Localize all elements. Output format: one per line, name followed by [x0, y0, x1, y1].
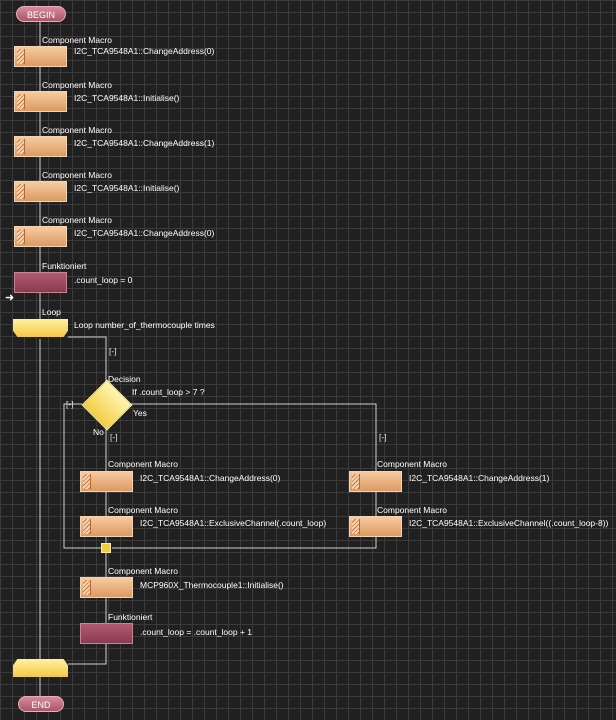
macro-1-call: I2C_TCA9548A1::ChangeAddress(0) — [74, 46, 215, 56]
yes-macro-2-call: I2C_TCA9548A1::ExclusiveChannel((.count_… — [409, 518, 609, 528]
macro-hatch-icon — [352, 519, 360, 534]
macro-hatch-icon — [17, 184, 25, 199]
calc-1-block[interactable] — [14, 272, 67, 293]
macro-2-call: I2C_TCA9548A1::Initialise() — [74, 93, 180, 103]
calc-2-expression: .count_loop = .count_loop + 1 — [140, 627, 253, 637]
no-macro-2-type: Component Macro — [108, 505, 178, 515]
no-macro-1-type: Component Macro — [108, 459, 178, 469]
calc-1-expression: .count_loop = 0 — [74, 275, 133, 285]
loop-start-block[interactable] — [13, 319, 68, 337]
calc-2-block[interactable] — [80, 623, 133, 644]
decision-collapse-toggle[interactable]: [-] — [66, 399, 74, 409]
decision-block[interactable] — [81, 379, 133, 431]
macro-hatch-icon — [17, 49, 25, 64]
loop-collapse-toggle[interactable]: [-] — [109, 346, 117, 356]
calc-2-type: Funktioniert — [108, 612, 153, 622]
macro-hatch-icon — [352, 474, 360, 489]
loop-end-block[interactable] — [13, 659, 68, 677]
decision-no-label: No — [93, 427, 104, 437]
macro-3-block[interactable] — [14, 136, 67, 157]
decision-merge-junction — [101, 543, 111, 553]
macro-5-block[interactable] — [14, 226, 67, 247]
macro-2-type: Component Macro — [42, 80, 112, 90]
no-branch-collapse-toggle[interactable]: [-] — [110, 432, 118, 442]
yes-macro-1-block[interactable] — [349, 471, 402, 492]
begin-terminator[interactable]: BEGIN — [16, 6, 66, 22]
no-macro-2-block[interactable] — [80, 516, 133, 537]
macro-1-type: Component Macro — [42, 35, 112, 45]
macro-hatch-icon — [17, 229, 25, 244]
macro-6-call: MCP960X_Thermocouple1::Initialise() — [140, 580, 284, 590]
macro-4-type: Component Macro — [42, 170, 112, 180]
yes-macro-1-type: Component Macro — [377, 459, 447, 469]
yes-branch-collapse-toggle[interactable]: [-] — [379, 432, 387, 442]
loop-type: Loop — [42, 307, 61, 317]
macro-2-block[interactable] — [14, 91, 67, 112]
no-macro-1-block[interactable] — [80, 471, 133, 492]
macro-4-call: I2C_TCA9548A1::Initialise() — [74, 183, 180, 193]
yes-macro-2-type: Component Macro — [377, 505, 447, 515]
macro-hatch-icon — [83, 519, 91, 534]
macro-hatch-icon — [17, 94, 25, 109]
no-macro-1-call: I2C_TCA9548A1::ChangeAddress(0) — [140, 473, 281, 483]
end-terminator[interactable]: END — [18, 696, 64, 712]
macro-hatch-icon — [83, 580, 91, 595]
macro-4-block[interactable] — [14, 181, 67, 202]
decision-type: Decision — [108, 374, 141, 384]
macro-5-type: Component Macro — [42, 215, 112, 225]
loop-condition: Loop number_of_thermocouple times — [74, 320, 215, 330]
macro-5-call: I2C_TCA9548A1::ChangeAddress(0) — [74, 228, 215, 238]
no-macro-2-call: I2C_TCA9548A1::ExclusiveChannel(.count_l… — [140, 518, 327, 528]
macro-6-type: Component Macro — [108, 566, 178, 576]
yes-macro-1-call: I2C_TCA9548A1::ChangeAddress(1) — [409, 473, 550, 483]
macro-hatch-icon — [17, 139, 25, 154]
macro-3-call: I2C_TCA9548A1::ChangeAddress(1) — [74, 138, 215, 148]
macro-hatch-icon — [83, 474, 91, 489]
decision-yes-label: Yes — [133, 408, 147, 418]
yes-macro-2-block[interactable] — [349, 516, 402, 537]
calc-1-type: Funktioniert — [42, 261, 87, 271]
execution-pointer-icon: ➜ — [5, 292, 15, 304]
decision-condition: If .count_loop > 7 ? — [132, 387, 205, 397]
macro-6-block[interactable] — [80, 577, 133, 598]
macro-1-block[interactable] — [14, 46, 67, 67]
macro-3-type: Component Macro — [42, 125, 112, 135]
